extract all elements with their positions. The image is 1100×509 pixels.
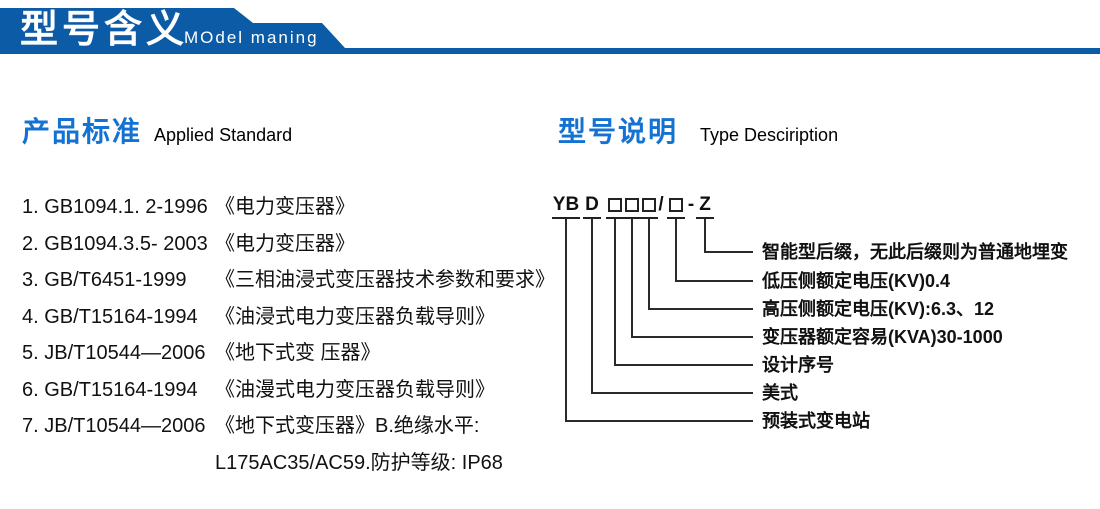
box-placeholder-icon bbox=[669, 198, 683, 212]
banner-shape bbox=[0, 8, 1100, 54]
code-box-4 bbox=[667, 195, 685, 219]
code-dash: - bbox=[687, 194, 695, 215]
model-code-diagram: YB D / - Z 智能型后缀，无此后缀则为普通地埋变 低压侧额定电压(KV)… bbox=[548, 193, 1100, 453]
code-segment-d: D bbox=[583, 195, 601, 219]
box-placeholder-icon bbox=[625, 198, 639, 212]
standard-code: 7. JB/T10544—2006 bbox=[22, 415, 206, 437]
diagram-label: 高压侧额定电压(KV):6.3、12 bbox=[762, 299, 995, 319]
diagram-label: 变压器额定容易(KVA)30-1000 bbox=[762, 327, 1003, 347]
standard-title: 《三相油浸式变压器技术参数和要求》 bbox=[215, 269, 555, 291]
code-slash: / bbox=[658, 194, 664, 215]
list-item: 1. GB1094.1. 2-1996 《电力变压器》 bbox=[22, 189, 552, 226]
standard-title: 《地下式变 压器》 bbox=[215, 342, 381, 364]
list-item: 6. GB/T15164-1994 《油漫式电力变压器负载导则》 bbox=[22, 372, 552, 409]
banner-title: 型号含义 bbox=[20, 9, 189, 51]
standard-code: 3. GB/T6451-1999 bbox=[22, 269, 187, 291]
heading-en: Type Desciription bbox=[700, 125, 839, 145]
standards-list: 1. GB1094.1. 2-1996 《电力变压器》 2. GB1094.3.… bbox=[22, 189, 555, 481]
box-placeholder-icon bbox=[642, 198, 656, 212]
standard-title: 《电力变压器》 bbox=[215, 196, 355, 218]
standard-title: 《油浸式电力变压器负载导则》 bbox=[215, 305, 495, 328]
list-item: 3. GB/T6451-1999 《三相油浸式变压器技术参数和要求》 bbox=[22, 262, 555, 299]
diagram-label: 低压侧额定电压(KV)0.4 bbox=[762, 271, 951, 291]
heading-zh: 型号说明 bbox=[558, 116, 679, 147]
applied-standard-heading: 产品标准 Applied Standard bbox=[22, 110, 292, 150]
standard-code: 4. GB/T15164-1994 bbox=[22, 305, 198, 328]
code-box-1 bbox=[606, 195, 624, 219]
box-placeholder-icon bbox=[608, 198, 622, 212]
diagram-label: 智能型后缀，无此后缀则为普通地埋变 bbox=[762, 242, 1068, 262]
standard-code: 2. GB1094.3.5- 2003 bbox=[22, 232, 208, 255]
standard-title: 《电力变压器》 bbox=[215, 232, 355, 255]
heading-zh: 产品标准 bbox=[22, 116, 143, 147]
standard-code: 5. JB/T10544—2006 bbox=[22, 342, 206, 364]
list-item: 5. JB/T10544—2006 《地下式变 压器》 bbox=[22, 335, 552, 372]
type-description-heading: 型号说明 Type Desciription bbox=[558, 110, 838, 150]
standard-code: 6. GB/T15164-1994 bbox=[22, 378, 198, 401]
banner-subtitle: MOdel maning bbox=[184, 28, 319, 47]
code-segment-z: Z bbox=[696, 195, 714, 219]
diagram-label: 预装式变电站 bbox=[762, 411, 870, 431]
code-box-2 bbox=[623, 195, 641, 219]
standard-title: 《油漫式电力变压器负载导则》 bbox=[215, 378, 495, 401]
connector-lines bbox=[565, 219, 753, 422]
code-box-3 bbox=[640, 195, 658, 219]
code-segment-yb: YB bbox=[552, 195, 580, 219]
list-item: 4. GB/T15164-1994 《油浸式电力变压器负载导则》 bbox=[22, 299, 552, 336]
standard-title: 《地下式变压器》B.绝缘水平: bbox=[215, 415, 480, 437]
standard-continuation: L175AC35/AC59.防护等级: IP68 bbox=[215, 451, 503, 474]
list-item: 2. GB1094.3.5- 2003 《电力变压器》 bbox=[22, 226, 552, 263]
list-item: 7. JB/T10544—2006 《地下式变压器》B.绝缘水平: bbox=[22, 408, 552, 445]
heading-en: Applied Standard bbox=[154, 125, 293, 145]
diagram-label: 美式 bbox=[762, 383, 798, 403]
diagram-label: 设计序号 bbox=[762, 355, 834, 375]
standard-code: 1. GB1094.1. 2-1996 bbox=[22, 196, 208, 218]
